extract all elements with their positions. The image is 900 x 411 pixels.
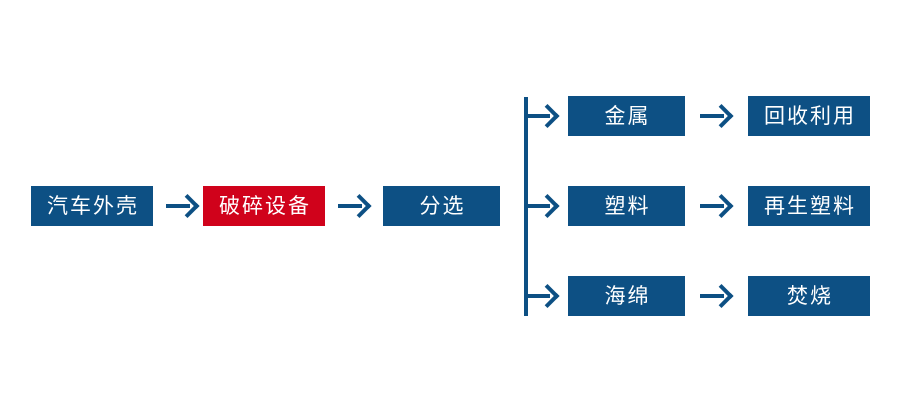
- node-recycling-reuse: 回收利用: [748, 96, 870, 136]
- node-shredding-equipment: 破碎设备: [203, 186, 325, 226]
- arrow-right-icon: [526, 103, 560, 129]
- arrow-right-icon: [338, 193, 372, 219]
- node-incineration: 焚烧: [748, 276, 870, 316]
- node-recycled-plastic: 再生塑料: [748, 186, 870, 226]
- arrow-right-icon: [700, 103, 734, 129]
- node-plastic: 塑料: [568, 186, 685, 226]
- arrow-right-icon: [526, 283, 560, 309]
- arrow-right-icon: [700, 193, 734, 219]
- node-sponge: 海绵: [568, 276, 685, 316]
- arrow-right-icon: [700, 283, 734, 309]
- node-vehicle-shell: 汽车外壳: [31, 186, 153, 226]
- node-metal: 金属: [568, 96, 685, 136]
- node-sorting: 分选: [383, 186, 500, 226]
- arrow-right-icon: [166, 193, 200, 219]
- arrow-right-icon: [526, 193, 560, 219]
